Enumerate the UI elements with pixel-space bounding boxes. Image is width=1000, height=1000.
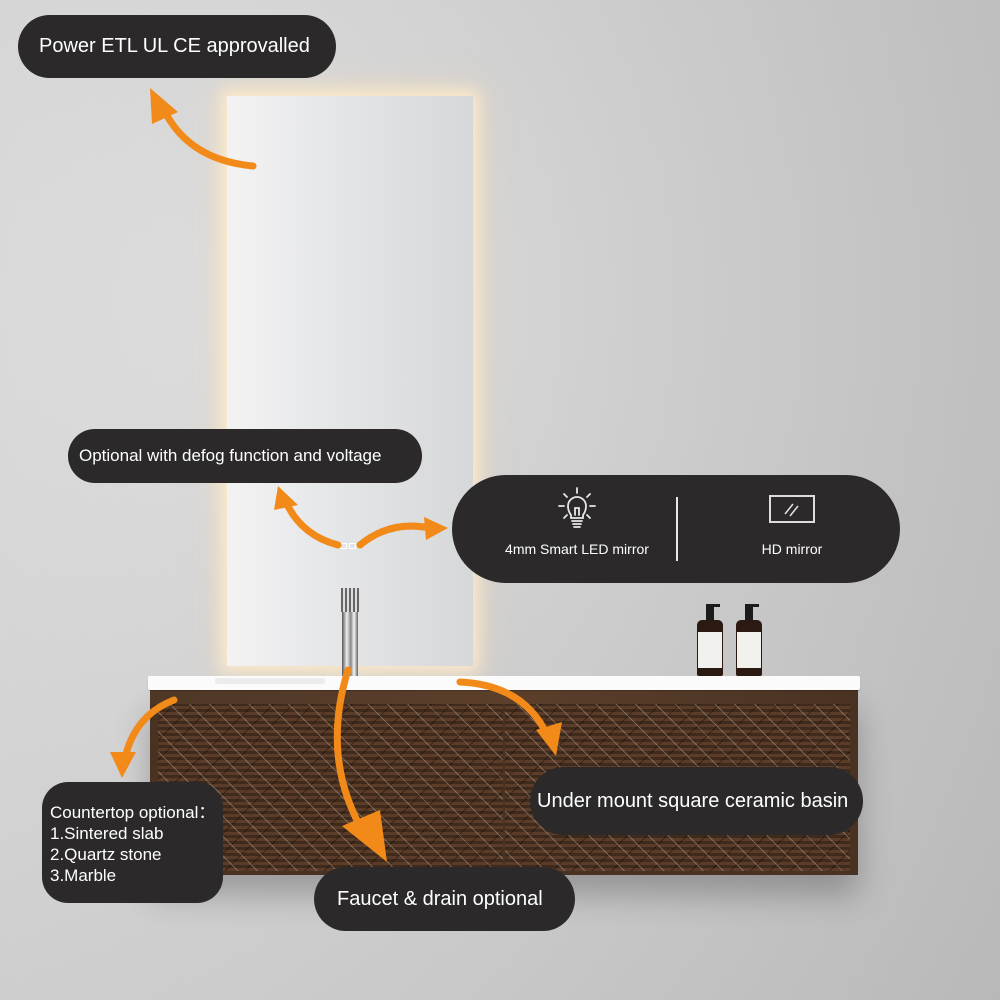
callout-text: Faucet & drain optional (337, 887, 543, 910)
countertop-option: 1.Sintered slab (50, 824, 164, 843)
led-mirror (227, 96, 473, 666)
countertop-option: 3.Marble (50, 866, 117, 885)
callout-text: Optional with defog function and voltage (79, 446, 382, 465)
callout-basin: Under mount square ceramic basin (530, 767, 863, 835)
soap-bottle (697, 604, 723, 676)
faucet-handle (341, 588, 359, 612)
callout-defog: Optional with defog function and voltage (68, 429, 422, 483)
defog-touch-display-icon (340, 543, 358, 549)
callout-text: Under mount square ceramic basin (537, 789, 849, 812)
feature-hd-mirror: HD mirror (702, 475, 882, 583)
soap-bottle (736, 604, 762, 676)
callout-mirror-features: 4mm Smart LED mirror HD mirror (452, 475, 900, 583)
undermount-basin (215, 678, 325, 684)
callout-faucet: Faucet & drain optional (314, 867, 575, 931)
feature-label: HD mirror (761, 541, 823, 557)
callout-text: Power ETL UL CE approvalled (39, 35, 310, 57)
callout-power-certification: Power ETL UL CE approvalled (18, 15, 336, 78)
hd-mirror-icon (769, 495, 815, 523)
countertop-option: 2.Quartz stone (50, 845, 162, 864)
divider (676, 497, 678, 561)
callout-countertop-options: Countertop optional： 1.Sintered slab 2.Q… (42, 782, 223, 903)
callout-title: Countertop optional： (50, 803, 216, 822)
lightbulb-icon (558, 487, 596, 528)
feature-smart-led: 4mm Smart LED mirror (472, 475, 682, 583)
feature-label: 4mm Smart LED mirror (505, 541, 649, 557)
